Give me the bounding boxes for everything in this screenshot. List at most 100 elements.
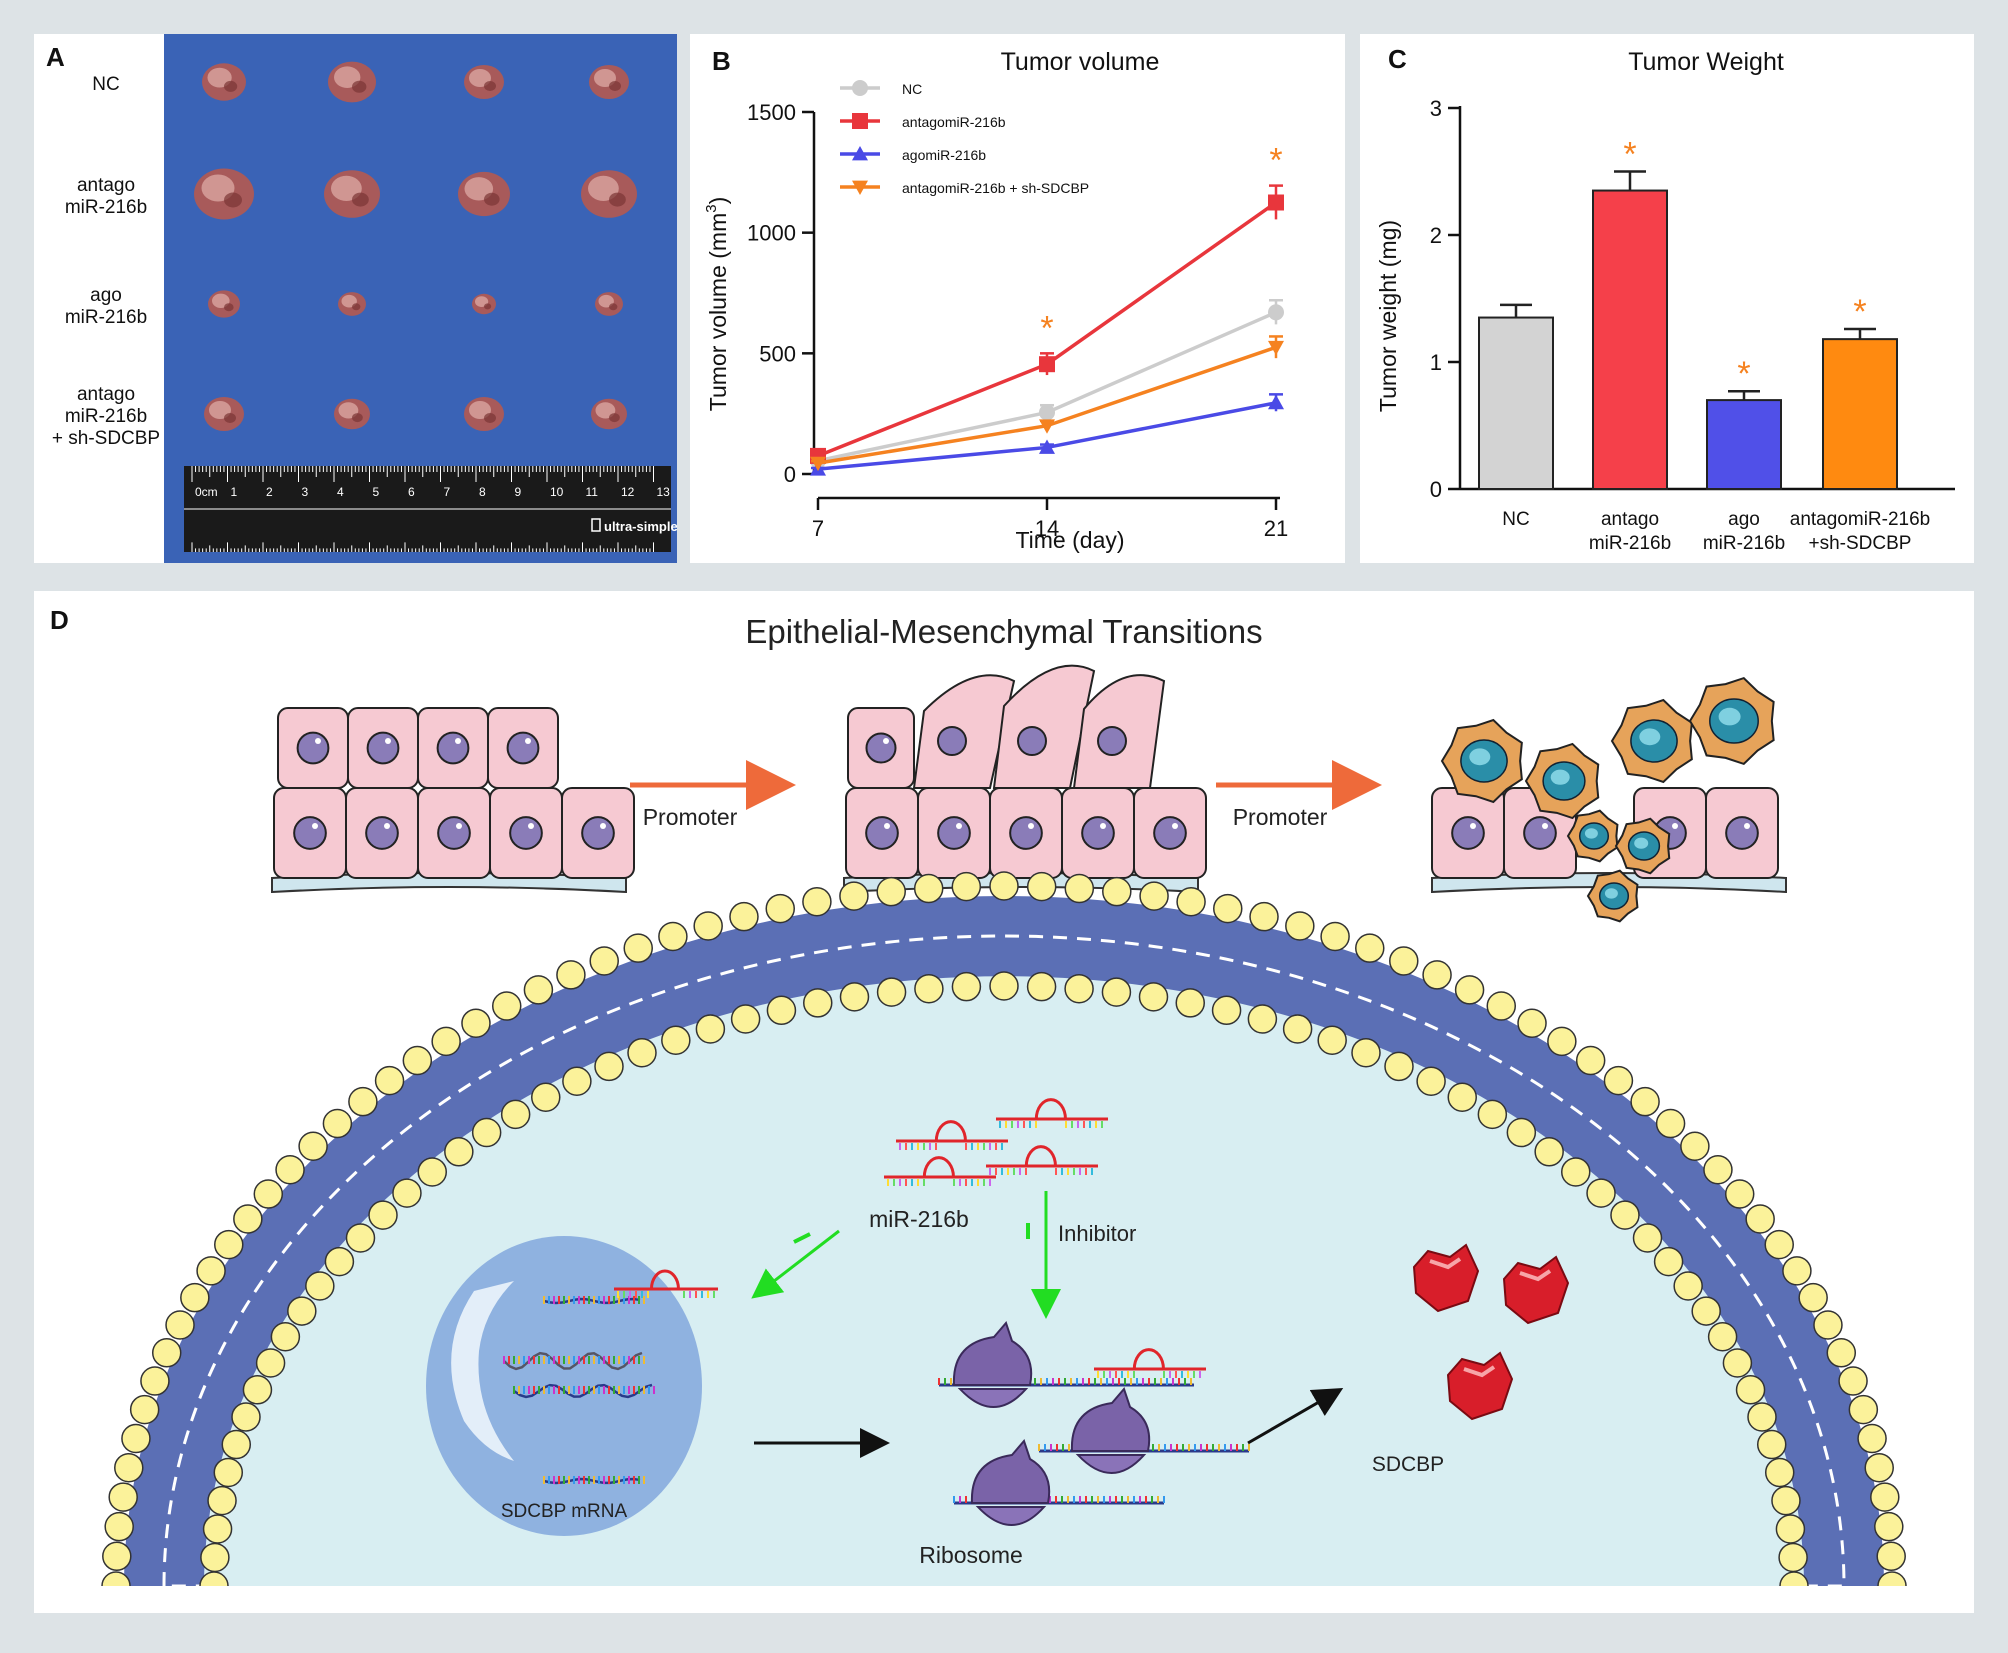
- ruler-number: 11: [586, 485, 599, 499]
- ruler-number: 1: [231, 485, 238, 499]
- y-axis-label: Tumor volume (mm3): [703, 197, 731, 412]
- legend-entry: antagomiR-216b: [840, 113, 1006, 130]
- promoter-arrow-1: Promoter: [630, 760, 796, 830]
- data-point: [1039, 439, 1055, 454]
- inhibition-arrows: Inhibitor: [751, 1191, 1136, 1319]
- significance-markers: **: [1040, 142, 1282, 348]
- promoter-label-1: Promoter: [643, 804, 738, 830]
- series-antagomir-216b-sh-sdcbp: [810, 335, 1284, 472]
- data-point: [852, 80, 868, 96]
- tumor: [472, 293, 496, 315]
- x-tick-label: 7: [812, 516, 824, 541]
- bar: [1478, 316, 1554, 490]
- mirna: [996, 1098, 1108, 1128]
- y-tick-label: 1: [1430, 350, 1442, 375]
- category-label: antagomiR-216b: [1790, 509, 1930, 530]
- bar: [1592, 189, 1668, 491]
- panel-letter-b: B: [712, 46, 731, 76]
- ruler-number: 7: [444, 485, 451, 499]
- mirna-label: miR-216b: [869, 1206, 969, 1232]
- tumor: [595, 292, 623, 316]
- data-point: [810, 456, 826, 472]
- mesenchymal-stage: [1431, 676, 1787, 923]
- bar-group: *: [1592, 136, 1668, 491]
- y-tick-label: 3: [1430, 96, 1442, 121]
- ruler-brand: ultra-simple: [604, 519, 677, 534]
- data-point: [1039, 404, 1055, 421]
- data-point: [1268, 304, 1284, 321]
- y-tick-label: 1500: [747, 100, 796, 125]
- tumor: [328, 61, 376, 103]
- category-label: miR-216b: [1589, 533, 1671, 554]
- tumor: [204, 397, 244, 431]
- sdcbp-proteins: [1412, 1243, 1570, 1421]
- mirna: [896, 1120, 1008, 1150]
- tumor: [464, 397, 504, 431]
- mirna: [614, 1269, 718, 1298]
- ruler-number: 10: [550, 485, 564, 499]
- ruler-number: 9: [515, 485, 522, 499]
- mirna-cluster: [614, 1098, 1206, 1378]
- row-label: ago: [90, 285, 122, 306]
- tumor: [464, 65, 504, 99]
- data-point: [1039, 419, 1055, 434]
- x-tick-label: 14: [1035, 516, 1059, 541]
- tumor-volume-chart: Tumor volume Time (day) Tumor volume (mm…: [703, 48, 1288, 553]
- y-axis-label: Tumor weight (mg): [1375, 220, 1401, 412]
- sdcbp-protein: [1502, 1255, 1570, 1325]
- tumors: [194, 61, 637, 431]
- mirna: [884, 1156, 996, 1186]
- category-label: antago: [1601, 509, 1659, 530]
- tumor: [589, 65, 629, 99]
- dna-strands: [503, 1296, 655, 1485]
- significance-star: *: [1623, 136, 1636, 174]
- tumor: [334, 398, 370, 430]
- significance-star: *: [1853, 293, 1866, 331]
- ruler-number: 2: [266, 485, 273, 499]
- panel-letter-c: C: [1388, 44, 1407, 74]
- data-point: [1268, 394, 1284, 410]
- tumor: [202, 63, 246, 101]
- data-point: [1268, 340, 1284, 356]
- legend-label: NC: [902, 81, 922, 97]
- tumor: [458, 171, 510, 217]
- mirna: [986, 1145, 1098, 1175]
- row-labels: NCantagomiR-216bagomiR-216bantagomiR-216…: [52, 74, 160, 449]
- chart-title: Tumor Weight: [1628, 48, 1784, 76]
- x-tick-label: 21: [1264, 516, 1288, 541]
- data-point: [852, 146, 868, 161]
- tumor-photo: NCantagomiR-216bagomiR-216bantagomiR-216…: [52, 34, 678, 563]
- panel-letter-d: D: [50, 605, 69, 635]
- y-tick-label: 1000: [747, 221, 796, 246]
- inhibitor-label: Inhibitor: [1058, 1221, 1136, 1246]
- legend: NC antagomiR-216b agomiR-216b antagomiR-216…: [840, 80, 1089, 196]
- tumor: [591, 398, 627, 430]
- diagram-title: Epithelial-Mesenchymal Transitions: [745, 613, 1262, 650]
- legend-label: antagomiR-216b: [902, 114, 1006, 130]
- ruler-number: 8: [479, 485, 486, 499]
- ruler-number: 0cm: [195, 485, 218, 499]
- y-tick-label: 500: [759, 341, 796, 366]
- significance-star: *: [1737, 355, 1750, 393]
- legend-entry: agomiR-216b: [840, 146, 986, 163]
- tumor: [324, 170, 380, 218]
- data-point: [1039, 356, 1055, 373]
- ribosomes: [938, 1321, 1250, 1526]
- row-label: + sh-SDCBP: [52, 428, 160, 449]
- legend-label: antagomiR-216b + sh-SDCBP: [902, 180, 1089, 196]
- row-label: miR-216b: [65, 406, 147, 427]
- y-tick-label: 2: [1430, 223, 1442, 248]
- emt-diagram: Epithelial-Mesenchymal Transitions Promo…: [101, 613, 1907, 1586]
- data-point: [852, 113, 868, 129]
- y-tick-label: 0: [1430, 477, 1442, 502]
- bar: [1706, 399, 1782, 491]
- epithelial-stage: [271, 707, 635, 894]
- category-label: miR-216b: [1703, 533, 1785, 554]
- legend-entry: NC: [840, 80, 922, 97]
- mirna: [1094, 1348, 1206, 1378]
- ribosome: [970, 1439, 1051, 1526]
